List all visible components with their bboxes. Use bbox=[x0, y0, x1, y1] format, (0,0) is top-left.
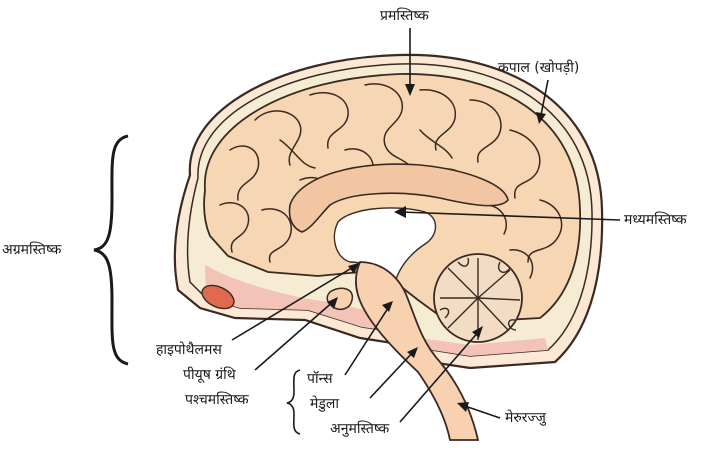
arrow-heads bbox=[327, 84, 546, 412]
label-cerebellum: अनुमस्तिष्क bbox=[330, 421, 390, 437]
label-hypothalamus: हाइपोथैलमस bbox=[156, 342, 222, 358]
label-medulla: मेडुला bbox=[310, 396, 339, 412]
label-hindbrain: पश्चमस्तिष्क bbox=[185, 392, 249, 408]
cerebellum-folds bbox=[439, 257, 521, 340]
label-pituitary: पीयूष ग्रंथि bbox=[183, 367, 236, 383]
gyri-folds bbox=[219, 83, 563, 279]
corpus-callosum bbox=[288, 163, 509, 233]
label-cranium: कपाल (खोपड़ी) bbox=[498, 60, 580, 76]
meninges-band bbox=[205, 265, 548, 356]
hindbrain-brace bbox=[286, 369, 301, 435]
label-forebrain: अग्रमस्तिष्क bbox=[2, 242, 62, 258]
label-midbrain: मध्यमस्तिष्क bbox=[624, 212, 687, 228]
forebrain-brace bbox=[93, 134, 129, 366]
pointer-lines bbox=[231, 28, 621, 423]
label-pons: पॉन्स bbox=[307, 371, 333, 387]
frontal-sinus bbox=[201, 284, 235, 310]
label-spinal-cord: मेरुरज्जु bbox=[505, 410, 546, 426]
label-cerebrum: प्रमस्तिष्क bbox=[380, 8, 429, 24]
